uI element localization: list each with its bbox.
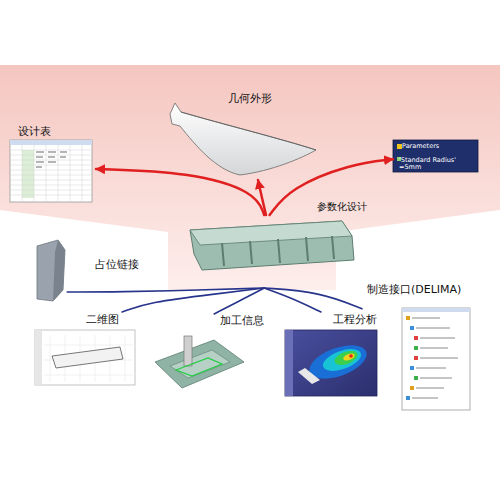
tree-icon (414, 336, 418, 340)
drawing-toolbar (35, 330, 42, 385)
analysis-part (298, 368, 320, 384)
cutting-tool (184, 336, 192, 366)
rib-flange (190, 221, 352, 245)
image-card: 加工信息 (152, 314, 265, 390)
analysis-window (285, 330, 377, 396)
wing-edge (181, 112, 316, 150)
parameters-window (393, 140, 478, 172)
stress-contour (349, 354, 353, 358)
spreadsheet-values (36, 152, 67, 167)
highlight-region (0, 65, 500, 290)
parameter-window: Parameters 'Standard Radius' =5mm (393, 140, 478, 172)
tree-icon (410, 326, 414, 330)
flow-arrow (270, 159, 393, 215)
drawing-sheet (35, 330, 135, 385)
wing-shape (170, 103, 316, 175)
link-line (264, 288, 362, 309)
drawing-wing (52, 347, 123, 368)
node-caption: 设计表 (18, 126, 88, 139)
stress-contour (342, 352, 355, 362)
image-card: 几何外形 (165, 92, 320, 180)
tree-header (402, 308, 470, 312)
node-caption: 几何外形 (228, 93, 308, 106)
tree-icon (414, 346, 418, 350)
tree-icon (406, 316, 410, 320)
analysis-toolbar (285, 330, 293, 396)
rib-part (190, 221, 354, 270)
spreadsheet-window (10, 140, 92, 202)
flow-arrow (96, 169, 264, 215)
node-caption: 制造接口(DELIMA) (367, 284, 497, 297)
node-caption: Parameters (402, 143, 476, 150)
tree-icon (414, 356, 418, 360)
node-caption: 参数化设计 (317, 201, 387, 213)
link-line (264, 288, 321, 312)
tree-items (406, 316, 458, 400)
machining-workpiece (170, 350, 230, 378)
machining-table (155, 340, 244, 388)
tool-path (176, 358, 222, 376)
image-card: 制造接口(DELIMA) (362, 283, 475, 412)
node-caption: 加工信息 (220, 315, 280, 328)
stress-contour (333, 348, 360, 367)
connectors (67, 159, 393, 314)
drawing-grid (44, 335, 133, 382)
node-caption: 二维图 (86, 314, 136, 327)
node-text: 'Standard Radius' =5mm (399, 157, 478, 172)
tree-icon (397, 144, 402, 149)
spreadsheet-header (10, 140, 92, 145)
stress-contour (320, 345, 364, 376)
flow-arrow (258, 180, 266, 215)
node-caption: 工程分析 (333, 314, 393, 327)
tree-icon (406, 396, 410, 400)
tree-icon (410, 366, 414, 370)
tree-lines (412, 318, 458, 398)
image-card: 占位链接 (28, 238, 140, 292)
tree-icon (414, 376, 418, 380)
tree-window (402, 308, 470, 410)
tree-icon (410, 386, 414, 390)
image-card: 二维图 (32, 312, 138, 388)
spreadsheet-grid (10, 145, 92, 202)
spreadsheet-column (22, 150, 34, 198)
part-hub: 参数化设计 (185, 215, 365, 288)
image-card: 工程分析 (283, 312, 378, 398)
link-line (122, 288, 264, 312)
bracket-side (53, 240, 65, 301)
bracket-part (37, 240, 65, 301)
link-line (214, 288, 264, 314)
rib-stiffeners (222, 236, 334, 266)
node-caption: 占位链接 (95, 259, 155, 272)
image-card: 设计表 (8, 125, 96, 205)
